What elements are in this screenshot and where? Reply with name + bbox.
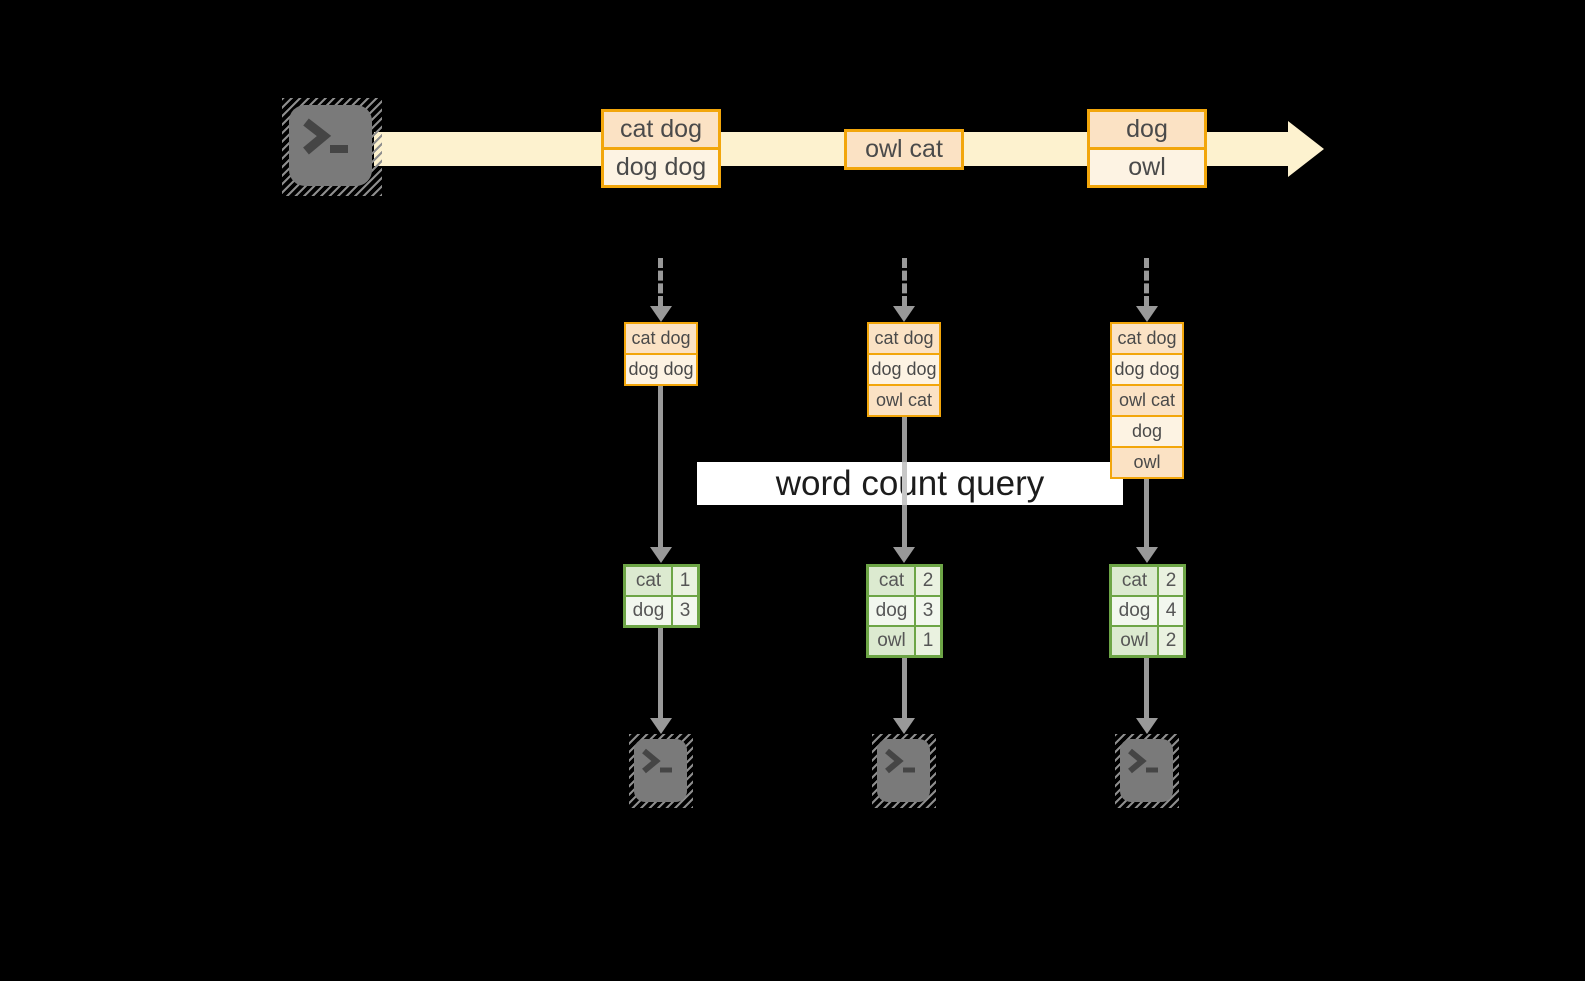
buffer-row: cat dog [624, 322, 698, 355]
stream-arrowhead [1288, 121, 1324, 177]
word-cell: cat [626, 567, 671, 595]
stream-event-row: cat dog [601, 109, 721, 150]
word-cell: cat [869, 567, 914, 595]
count-cell: 4 [1159, 597, 1183, 625]
ingest-arrowhead [1136, 306, 1158, 322]
output-arrow [902, 658, 907, 718]
query-arrow-through-banner [902, 462, 907, 505]
word-cell: dog [626, 597, 671, 625]
buffer-row: dog dog [1110, 353, 1184, 386]
prompt-icon [642, 748, 672, 774]
ingest-arrowhead [893, 306, 915, 322]
count-cell: 2 [916, 567, 940, 595]
query-banner: word count query [697, 462, 1123, 505]
terminal-icon [872, 734, 936, 808]
query-arrowhead [650, 547, 672, 563]
count-cell: 1 [673, 567, 697, 595]
stream-event: dog owl [1087, 109, 1207, 188]
event-buffer: cat dog dog dog owl cat [867, 322, 941, 417]
count-cell: 3 [916, 597, 940, 625]
word-cell: dog [1112, 597, 1157, 625]
prompt-icon [885, 748, 915, 774]
query-arrowhead [1136, 547, 1158, 563]
word-cell: owl [1112, 627, 1157, 655]
query-arrowhead [893, 547, 915, 563]
query-arrow [658, 386, 663, 547]
ingest-arrow-dashed [1144, 258, 1149, 306]
count-cell: 2 [1159, 567, 1183, 595]
buffer-row: dog [1110, 415, 1184, 448]
stream-event-row: owl [1087, 147, 1207, 188]
buffer-row: owl cat [1110, 384, 1184, 417]
word-count-table: cat 2 dog 3 owl 1 [866, 564, 943, 658]
word-cell: cat [1112, 567, 1157, 595]
count-cell: 2 [1159, 627, 1183, 655]
count-cell: 3 [673, 597, 697, 625]
buffer-row: cat dog [1110, 322, 1184, 355]
terminal-icon [1115, 734, 1179, 808]
terminal-icon [629, 734, 693, 808]
output-arrowhead [650, 718, 672, 734]
prompt-icon [1128, 748, 1158, 774]
word-cell: owl [869, 627, 914, 655]
output-arrow [658, 628, 663, 718]
buffer-row: owl [1110, 446, 1184, 479]
buffer-row: dog dog [624, 353, 698, 386]
prompt-icon [303, 118, 348, 155]
terminal-icon [282, 98, 382, 196]
stream-event-row: owl cat [844, 129, 964, 170]
word-cell: dog [869, 597, 914, 625]
event-buffer: cat dog dog dog [624, 322, 698, 386]
stream-event-row: dog [1087, 109, 1207, 150]
buffer-row: cat dog [867, 322, 941, 355]
count-cell: 1 [916, 627, 940, 655]
event-buffer: cat dog dog dog owl cat dog owl [1110, 322, 1184, 479]
word-count-table: cat 2 dog 4 owl 2 [1109, 564, 1186, 658]
output-arrow [1144, 658, 1149, 718]
output-arrowhead [1136, 718, 1158, 734]
stream-event: cat dog dog dog [601, 109, 721, 188]
query-arrow [1144, 479, 1149, 547]
stream-event: owl cat [844, 129, 964, 170]
output-arrowhead [893, 718, 915, 734]
word-count-table: cat 1 dog 3 [623, 564, 700, 628]
buffer-row: dog dog [867, 353, 941, 386]
ingest-arrowhead [650, 306, 672, 322]
query-banner-label: word count query [775, 463, 1045, 503]
ingest-arrow-dashed [902, 258, 907, 306]
buffer-row: owl cat [867, 384, 941, 417]
ingest-arrow-dashed [658, 258, 663, 306]
stream-event-row: dog dog [601, 147, 721, 188]
